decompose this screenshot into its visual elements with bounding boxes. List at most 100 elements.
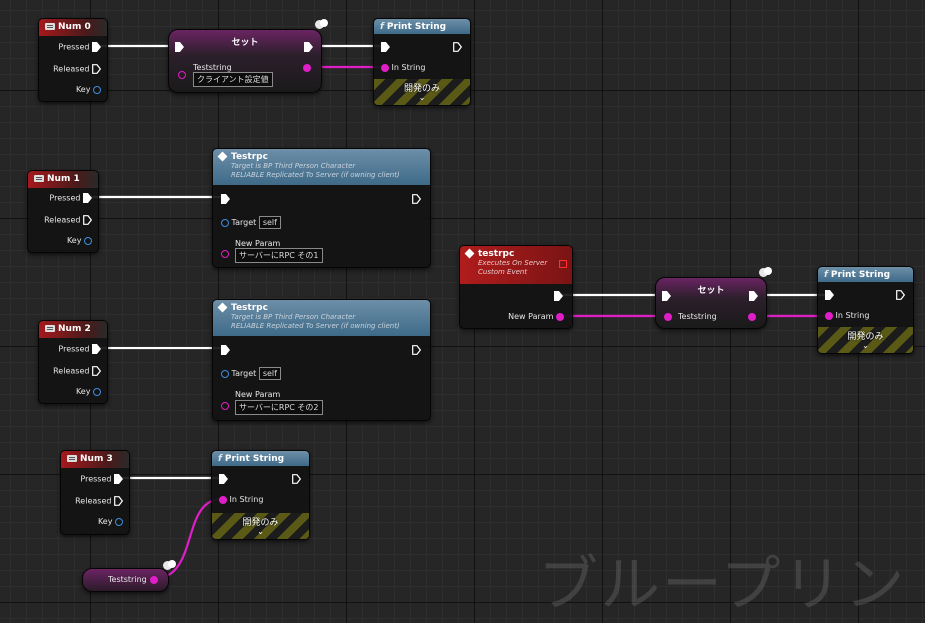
exec-out-hollow-icon[interactable]: [896, 290, 905, 300]
chevron-down-icon[interactable]: ⌄: [418, 93, 426, 102]
pin-label: Key: [75, 387, 91, 396]
string-out-pin-icon[interactable]: [150, 576, 158, 584]
key-event-num0[interactable]: Num 0 Pressed Released Key: [38, 18, 108, 102]
event-icon: [464, 248, 475, 259]
exec-out-hollow-icon[interactable]: [92, 64, 101, 74]
exec-out-icon[interactable]: [304, 42, 313, 52]
target-pin[interactable]: Target self: [221, 216, 281, 229]
string-out-pin-icon[interactable]: [303, 64, 311, 72]
pin-label: Released: [53, 64, 90, 74]
in-string-pin[interactable]: In String: [381, 63, 425, 72]
chevron-down-icon[interactable]: ⌄: [257, 527, 264, 536]
exec-out-hollow-icon[interactable]: [92, 366, 101, 376]
struct-pin-icon[interactable]: [84, 236, 92, 245]
get-variable-node[interactable]: Teststring: [82, 568, 169, 592]
string-in-pin-icon[interactable]: [219, 495, 227, 504]
development-only-banner[interactable]: 開発のみ⌄: [212, 513, 309, 539]
pressed-pin[interactable]: Pressed: [80, 474, 123, 484]
pressed-pin[interactable]: Pressed: [58, 42, 101, 52]
exec-out-icon[interactable]: [114, 474, 123, 484]
in-string-pin[interactable]: In String: [219, 495, 263, 504]
exec-out-icon[interactable]: [554, 291, 563, 301]
node-title: Num 2: [58, 324, 91, 334]
target-pin[interactable]: Target self: [221, 367, 281, 380]
exec-out-icon[interactable]: [749, 291, 758, 301]
released-pin[interactable]: Released: [75, 496, 123, 506]
exec-in-icon[interactable]: [175, 42, 184, 52]
pressed-pin[interactable]: Pressed: [49, 193, 92, 203]
exec-out-hollow-icon[interactable]: [453, 42, 462, 52]
pin-label: Target: [231, 218, 257, 227]
development-only-banner[interactable]: 開発のみ⌄: [818, 327, 913, 353]
pin-label: Pressed: [58, 42, 90, 52]
key-event-num2[interactable]: Num 2 Pressed Released Key: [38, 320, 108, 404]
exec-out-icon[interactable]: [92, 344, 101, 354]
key-event-num3[interactable]: Num 3 Pressed Released Key: [60, 450, 130, 535]
node-subtitle: Target is BP Third Person Character: [231, 162, 356, 170]
exec-out-hollow-icon[interactable]: [114, 496, 123, 506]
param-value-field[interactable]: サーバーにRPC その2: [235, 400, 323, 415]
rpc-call-node[interactable]: Testrpc Target is BP Third Person Charac…: [212, 299, 431, 421]
key-pin[interactable]: Key: [76, 387, 101, 396]
target-value-field[interactable]: self: [258, 367, 281, 380]
set-node[interactable]: セット Teststring クライアント設定値: [168, 29, 322, 93]
string-in-pin-icon[interactable]: [825, 311, 833, 320]
pin-label: In String: [229, 495, 264, 504]
node-title: セット: [231, 38, 259, 48]
exec-in-icon[interactable]: [381, 42, 390, 52]
struct-pin-icon[interactable]: [115, 517, 123, 526]
param-value-field[interactable]: サーバーにRPC その1: [235, 248, 323, 263]
exec-in-icon[interactable]: [825, 290, 834, 300]
exec-in-icon[interactable]: [662, 291, 671, 301]
node-title: Print String: [386, 22, 447, 32]
key-pin[interactable]: Key: [67, 236, 92, 245]
string-out-pin-icon[interactable]: [556, 312, 564, 321]
new-param-pin[interactable]: New Param: [508, 312, 564, 321]
exec-out-icon[interactable]: [83, 193, 92, 203]
string-in-pin-icon[interactable]: [664, 313, 672, 321]
key-event-num1[interactable]: Num 1 Pressed Released Key: [27, 170, 99, 253]
string-in-pin-icon[interactable]: [178, 71, 186, 79]
in-string-pin[interactable]: In String: [825, 311, 869, 320]
exec-in-icon[interactable]: [219, 474, 228, 484]
target-value-field[interactable]: self: [258, 216, 281, 229]
string-out-pin-icon[interactable]: [748, 313, 756, 321]
exec-in-icon[interactable]: [221, 345, 230, 355]
struct-pin-icon[interactable]: [93, 85, 101, 94]
exec-out-hollow-icon[interactable]: [412, 345, 421, 355]
pressed-pin[interactable]: Pressed: [58, 344, 101, 354]
exec-out-hollow-icon[interactable]: [292, 474, 301, 484]
exec-out-icon[interactable]: [92, 42, 101, 52]
pin-label: Key: [66, 236, 82, 245]
chevron-down-icon[interactable]: ⌄: [862, 341, 869, 350]
development-only-banner[interactable]: 開発のみ⌄: [374, 79, 470, 105]
released-pin[interactable]: Released: [53, 64, 101, 74]
exec-out-hollow-icon[interactable]: [83, 215, 92, 225]
string-in-pin-icon[interactable]: [221, 250, 229, 258]
key-pin[interactable]: Key: [98, 517, 123, 526]
string-value-field[interactable]: クライアント設定値: [193, 72, 273, 87]
released-pin[interactable]: Released: [53, 366, 101, 376]
string-in-pin-icon[interactable]: [221, 402, 229, 410]
object-pin-icon[interactable]: [221, 369, 229, 378]
custom-event-node[interactable]: testrpc Executes On Server Custom Event …: [459, 245, 573, 329]
pin-label: Released: [44, 215, 81, 225]
delegate-pin-icon[interactable]: [559, 260, 567, 268]
set-node[interactable]: セット Teststring: [655, 277, 767, 329]
struct-pin-icon[interactable]: [93, 387, 101, 396]
key-pin[interactable]: Key: [76, 85, 101, 94]
exec-in-icon[interactable]: [221, 194, 230, 204]
released-pin[interactable]: Released: [44, 215, 92, 225]
rpc-call-node[interactable]: Testrpc Target is BP Third Person Charac…: [212, 148, 431, 268]
function-icon: f: [218, 454, 222, 464]
node-subtitle: RELIABLE Replicated To Server (if owning…: [231, 171, 400, 179]
string-in-pin-icon[interactable]: [381, 63, 389, 72]
function-icon: f: [824, 270, 828, 280]
pin-label: Released: [53, 366, 90, 376]
exec-out-hollow-icon[interactable]: [412, 194, 421, 204]
object-pin-icon[interactable]: [221, 218, 229, 227]
